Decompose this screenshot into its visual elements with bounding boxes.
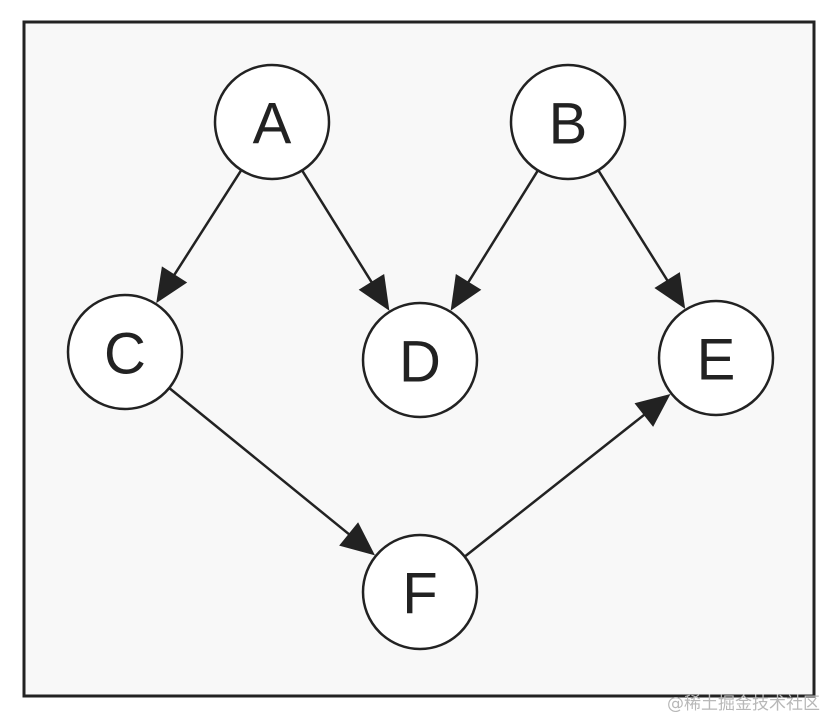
node-d: D xyxy=(361,301,479,419)
node-f: F xyxy=(361,533,479,651)
edge-line xyxy=(463,412,647,558)
edge-a-c xyxy=(156,169,243,304)
edge-b-d xyxy=(450,169,539,311)
node-label: B xyxy=(549,92,588,157)
node-label: A xyxy=(253,92,292,157)
edge-f-e xyxy=(463,393,671,558)
node-label: C xyxy=(104,322,146,387)
edge-line xyxy=(172,169,243,277)
node-circle xyxy=(361,533,479,651)
node-b: B xyxy=(509,63,627,181)
edge-line xyxy=(597,169,670,283)
arrowhead xyxy=(358,273,390,311)
arrowhead xyxy=(450,273,482,311)
arrowhead xyxy=(654,272,686,309)
node-c: C xyxy=(66,293,184,411)
node-circle xyxy=(361,301,479,419)
node-e: E xyxy=(657,299,775,417)
edge-line xyxy=(466,169,539,285)
arrowhead xyxy=(634,393,671,427)
node-circle xyxy=(657,299,775,417)
node-circle xyxy=(213,63,331,181)
edge-b-e xyxy=(597,169,686,309)
node-label: E xyxy=(697,328,736,393)
edges-layer xyxy=(156,169,686,558)
node-circle xyxy=(66,293,184,411)
nodes-layer: A B C D E F xyxy=(66,63,775,651)
watermark: @稀土掘金技术社区 xyxy=(667,694,820,714)
edge-line xyxy=(168,387,351,537)
node-a: A xyxy=(213,63,331,181)
edge-a-d xyxy=(301,169,390,311)
node-label: D xyxy=(399,330,441,395)
node-circle xyxy=(509,63,627,181)
edge-line xyxy=(301,169,374,285)
node-label: F xyxy=(402,562,437,627)
edge-c-f xyxy=(168,387,376,556)
arrowhead xyxy=(156,266,188,304)
arrowhead xyxy=(339,522,376,556)
